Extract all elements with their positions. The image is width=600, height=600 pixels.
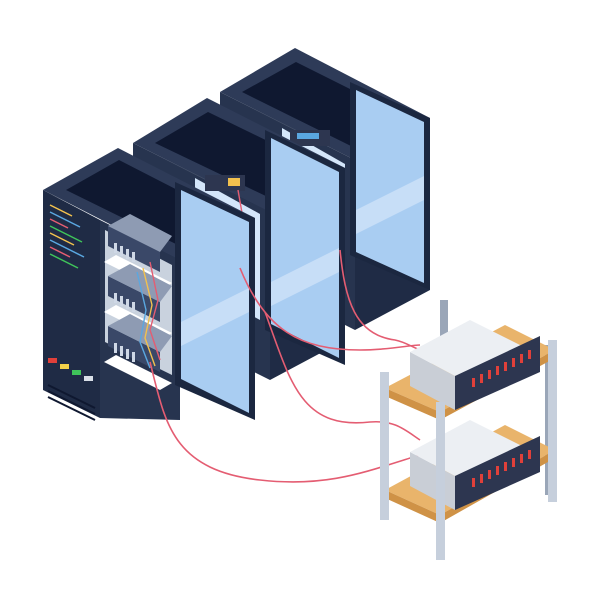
rack-front-status-leds	[48, 358, 93, 381]
server-unit	[228, 178, 240, 186]
cable	[142, 267, 156, 367]
drive-bays	[472, 350, 531, 387]
cable	[149, 361, 421, 483]
stand-leg-front	[548, 340, 557, 502]
rack-middle-door-glass	[271, 138, 339, 358]
stand-shelf-bottom-edge	[385, 490, 440, 523]
drive-bays	[114, 243, 135, 362]
rack-back-door-glare	[356, 176, 424, 234]
cable	[149, 261, 161, 361]
stand-server-upper	[410, 320, 540, 410]
cable	[239, 267, 421, 351]
rack-front-left-panel	[43, 190, 100, 418]
led-green	[72, 370, 81, 375]
stand-leg-front	[436, 402, 445, 560]
cable	[264, 311, 421, 441]
led-white	[84, 376, 93, 381]
led-yellow	[60, 364, 69, 369]
equipment-stand	[380, 300, 557, 560]
server-unit	[297, 133, 319, 139]
rack-back-door-glass	[356, 90, 424, 283]
cable	[136, 271, 151, 369]
rack-front-shelves	[104, 214, 172, 390]
drive-bays	[472, 450, 531, 487]
rack-front-vent-grille	[47, 384, 96, 421]
rack-front-door-glass	[181, 190, 249, 413]
network-cables	[149, 249, 421, 483]
stand-leg-back	[440, 300, 448, 360]
led-red	[48, 358, 57, 363]
rack-front-door-glare	[181, 288, 249, 346]
stand-leg-front	[380, 372, 389, 520]
rack-middle-door-glare	[271, 248, 339, 306]
rack-front-screen	[49, 204, 85, 269]
rack-front	[43, 148, 255, 421]
stand-shelf-top-edge	[385, 388, 440, 420]
